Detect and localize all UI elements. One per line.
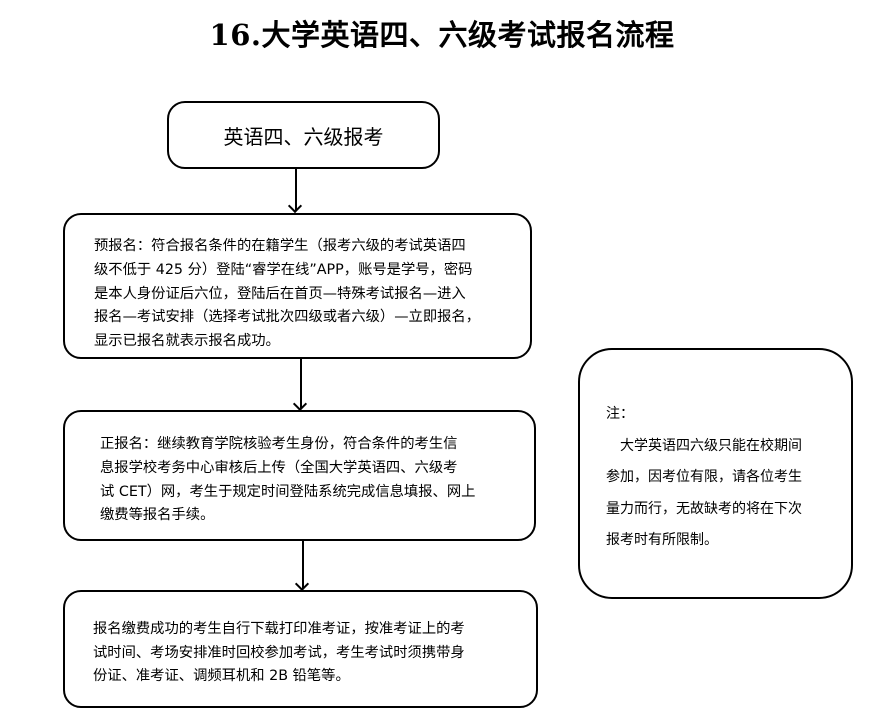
step-text: 份证、准考证、调频耳机和 2B 铅笔等。 [93,668,350,684]
step-text: 试 CET）网，考生于规定时间登陆系统完成信息填报、网上 [100,483,476,500]
step-text: 级不低于 425 分）登陆“睿学在线”APP，账号是学号，密码 [94,261,473,278]
step-text: 英语四、六级报考 [223,124,384,149]
step-text: 预报名：符合报名条件的在籍学生（报考六级的考试英语四 [94,238,466,254]
step-pre-registration: 预报名：符合报名条件的在籍学生（报考六级的考试英语四 级不低于 425 分）登陆… [63,213,532,359]
arrow-down-icon [300,359,302,408]
step-text: 正报名：继续教育学院核验考生身份，符合条件的考生信 [100,436,458,452]
arrow-down-icon [302,541,304,588]
step-text: 缴费等报名手续。 [100,507,215,524]
note-text: 报考时有所限制。 [606,532,718,548]
step-text: 息报学校考务中心审核后上传（全国大学英语四、六级考 [100,459,458,476]
note-text: 大学英语四六级只能在校期间 [606,437,802,454]
step-text: 试时间、考场安排准时回校参加考试，考生考试时须携带身 [93,644,465,661]
step-register-cet: 英语四、六级报考 [167,101,440,169]
note-label: 注： [606,406,634,422]
step-text: 是本人身份证后六位，登陆后在首页—特殊考试报名—进入 [94,285,466,302]
step-text: 报名缴费成功的考生自行下载打印准考证，按准考证上的考 [93,621,465,637]
step-formal-registration: 正报名：继续教育学院核验考生身份，符合条件的考生信 息报学校考务中心审核后上传（… [63,410,536,541]
step-print-admission-ticket: 报名缴费成功的考生自行下载打印准考证，按准考证上的考 试时间、考场安排准时回校参… [63,590,538,708]
step-text: 报名—考试安排（选择考试批次四级或者六级）—立即报名， [94,309,481,326]
page-title: 16.大学英语四、六级考试报名流程 [209,18,675,52]
note-text: 参加，因考位有限，请各位考生 [606,469,802,485]
note-box: 注： 大学英语四六级只能在校期间 参加，因考位有限，请各位考生 量力而行，无故缺… [578,348,853,599]
note-text: 量力而行，无故缺考的将在下次 [606,500,802,517]
arrow-down-icon [295,169,297,210]
step-text: 显示已报名就表示报名成功。 [94,333,280,350]
